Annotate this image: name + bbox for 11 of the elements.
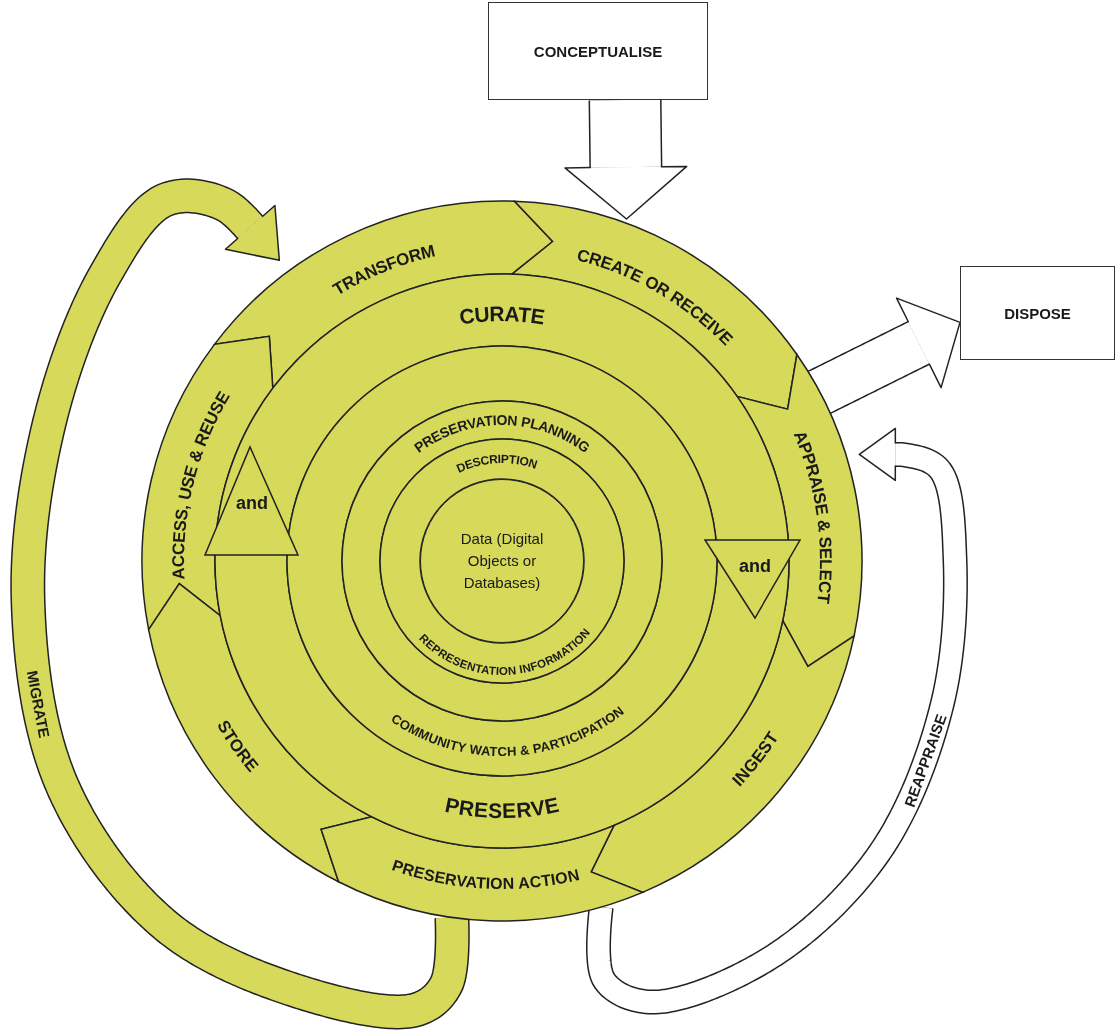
ring-label: PRESERVE [443, 792, 561, 822]
block-arrow [11, 179, 469, 1028]
ring-label: CURATE [457, 301, 547, 328]
edge-label: MIGRATE [23, 669, 53, 740]
center-label: Data (Digital Objects or Databases) [459, 529, 545, 593]
ring-arrow-label: and [739, 556, 771, 576]
process-box: CONCEPTUALISE [488, 2, 708, 100]
ring-arrow-label: and [236, 493, 268, 513]
ring-label: DESCRIPTION [454, 451, 540, 476]
process-box: DISPOSE [960, 266, 1115, 360]
block-arrow [587, 427, 967, 1014]
